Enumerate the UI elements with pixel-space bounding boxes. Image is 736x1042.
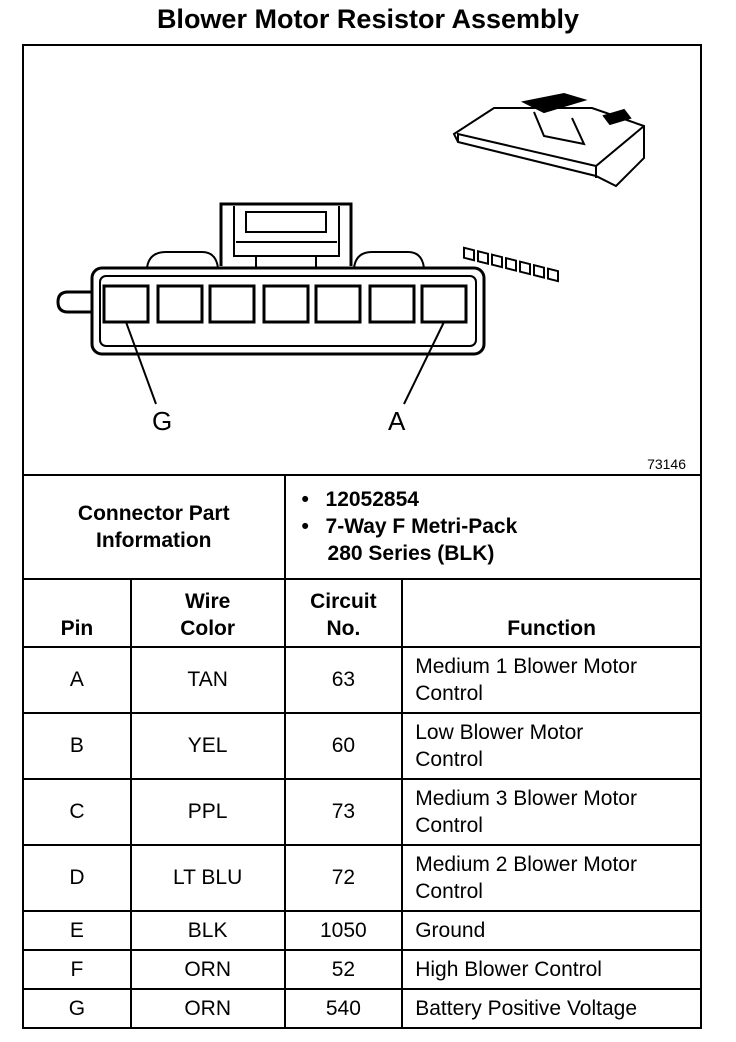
function-cell: High Blower Control xyxy=(401,949,702,990)
pin-cell: B xyxy=(22,712,132,780)
wire-color-cell: ORN xyxy=(129,949,286,990)
circuit-cell: 72 xyxy=(283,844,404,912)
connector-drawing: G A xyxy=(56,92,645,436)
table-row: F ORN 52 High Blower Control xyxy=(22,949,702,990)
cavity-g xyxy=(102,284,150,324)
drawing-number: 73146 xyxy=(647,456,686,472)
connector-info-row: Connector Part Information •12052854 •7-… xyxy=(22,474,703,580)
wire-color-cell: TAN xyxy=(129,646,286,714)
pin-cell: D xyxy=(22,844,132,912)
cavity-c xyxy=(314,284,362,324)
col-function: Function xyxy=(401,578,702,648)
connector-info-label: Connector Part Information xyxy=(22,474,286,580)
table-row: G ORN 540 Battery Positive Voltage xyxy=(22,988,702,1029)
table-row: E BLK 1050 Ground xyxy=(22,910,702,951)
col-pin: Pin xyxy=(22,578,132,648)
cavity-d xyxy=(262,284,310,324)
circuit-cell: 60 xyxy=(283,712,404,780)
cavity-f xyxy=(156,284,204,324)
function-cell: Ground xyxy=(401,910,702,951)
connector-isometric-view xyxy=(452,92,645,283)
page-title: Blower Motor Resistor Assembly xyxy=(156,4,580,34)
wire-color-cell: ORN xyxy=(129,988,286,1029)
pin-cell: F xyxy=(22,949,132,990)
leader-a xyxy=(403,321,445,405)
wire-color-cell: BLK xyxy=(129,910,286,951)
connector-description: 7-Way F Metri-Pack xyxy=(325,515,518,538)
circuit-cell: 63 xyxy=(283,646,404,714)
circuit-cell: 1050 xyxy=(283,910,404,951)
pinout-table: Connector Part Information •12052854 •7-… xyxy=(22,474,703,1029)
wire-color-cell: YEL xyxy=(129,712,286,780)
cavity-b xyxy=(368,284,416,324)
circuit-cell: 73 xyxy=(283,778,404,846)
function-cell: Battery Positive Voltage xyxy=(401,988,702,1029)
leader-g xyxy=(125,321,157,405)
wire-color-cell: PPL xyxy=(129,778,286,846)
wire-color-cell: LT BLU xyxy=(129,844,286,912)
label-g: G xyxy=(152,406,172,436)
pin-cell: A xyxy=(22,646,132,714)
cavity-a xyxy=(420,284,468,324)
connector-info-label-text: Connector Part Information xyxy=(77,502,230,552)
connector-diagram: G A 73146 xyxy=(22,44,702,476)
pin-cell: G xyxy=(22,988,132,1029)
connector-series: 280 Series (BLK) xyxy=(327,542,495,565)
circuit-cell: 52 xyxy=(283,949,404,990)
connector-info-values: •12052854 •7-Way F Metri-Pack 280 Series… xyxy=(283,474,703,580)
cavity-e xyxy=(208,284,256,324)
pin-cell: E xyxy=(22,910,132,951)
part-number: 12052854 xyxy=(325,488,419,511)
circuit-cell: 540 xyxy=(283,988,404,1029)
pin-cell: C xyxy=(22,778,132,846)
label-a: A xyxy=(388,406,406,436)
